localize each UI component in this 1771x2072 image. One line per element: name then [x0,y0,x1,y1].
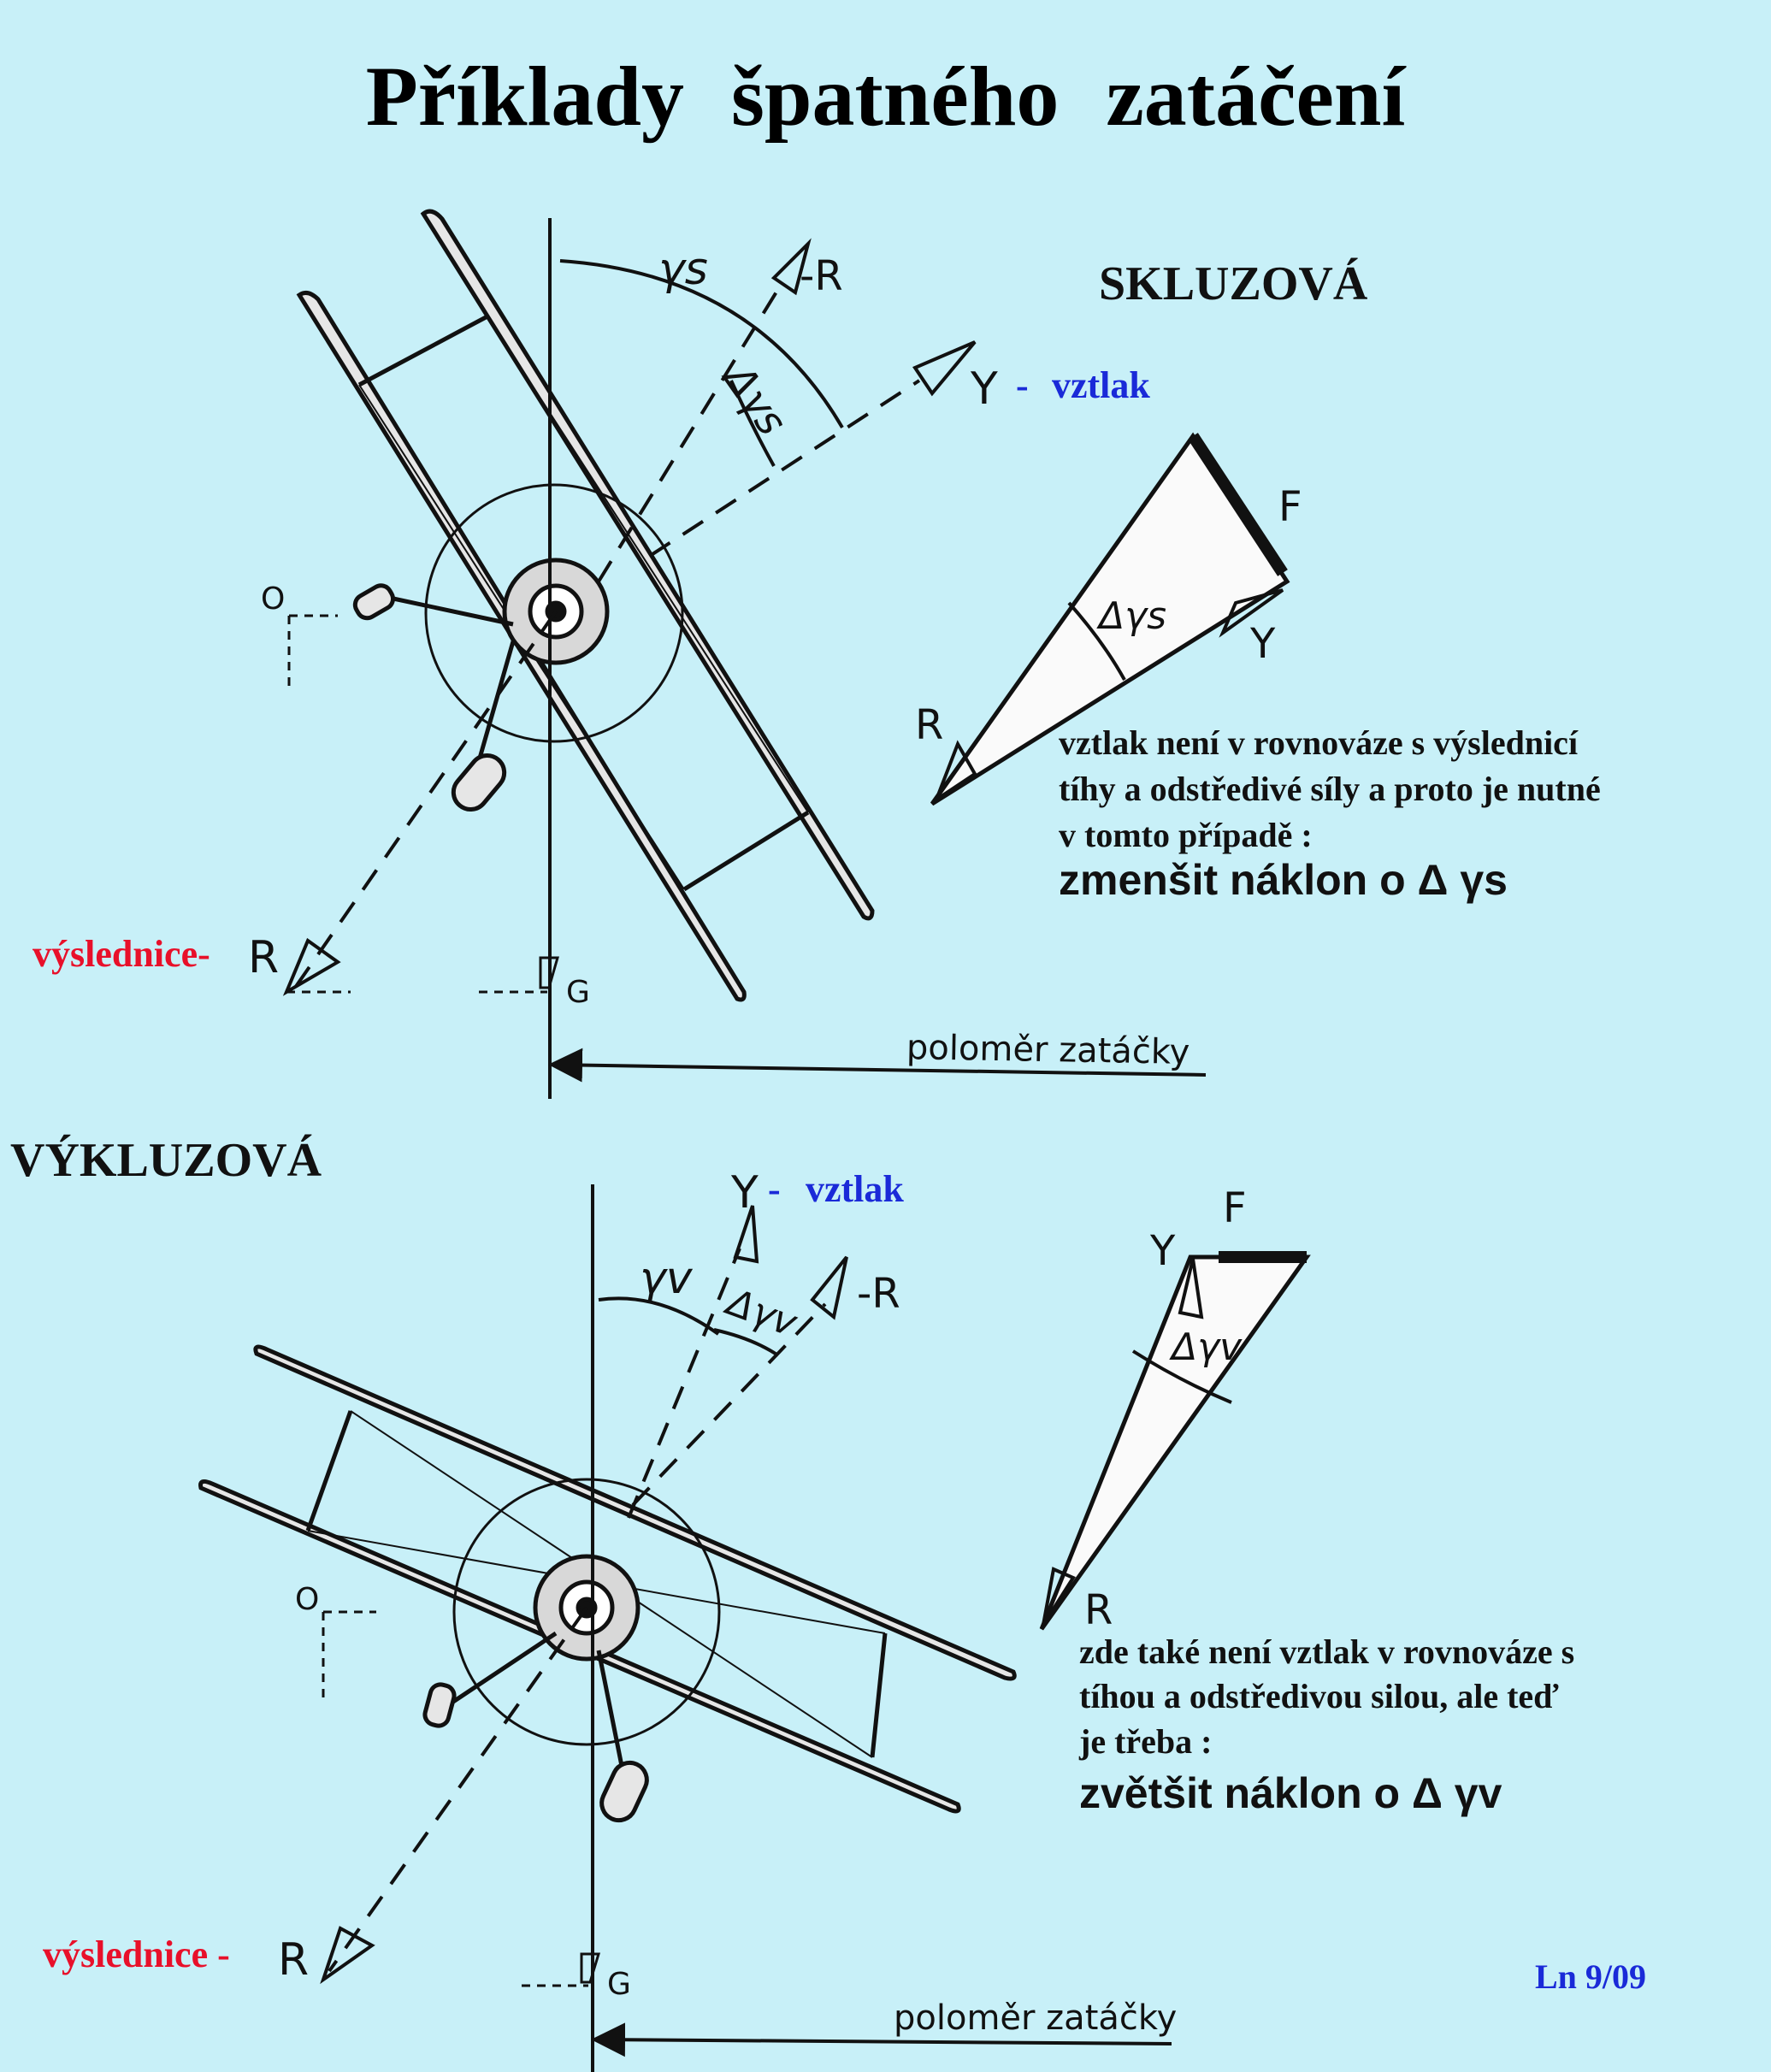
top-triangle-delta: Δγs [1099,594,1167,638]
bottom-lift-line [627,1248,741,1519]
bottom-lift-label: vztlak [806,1168,904,1210]
bottom-minus-r-line [631,1302,827,1507]
top-triangle-r: R [915,701,944,749]
bottom-r-label: R [278,1934,310,1986]
page-stamp: Ln 9/09 [1535,1957,1647,1996]
bottom-triangle-delta: Δγv [1172,1325,1243,1369]
bottom-triangle-f: F [1223,1184,1247,1232]
top-text-2: tíhy a odstředivé síly a proto je nutné [1059,770,1601,808]
bottom-action: zvětšit náklon o Δ γv [1079,1769,1502,1817]
top-resultant-line [293,610,558,989]
top-y-label: Y [971,363,998,415]
top-text-1: vztlak není v rovnováze s výslednicí [1059,723,1579,762]
bottom-minus-r-label: -R [857,1270,900,1318]
bottom-radius-label: poloměr zatáčky [894,1998,1178,2038]
page-title: Příklady špatného zatáčení [365,49,1406,144]
bottom-dash: - [768,1168,781,1210]
top-minus-r-label: -R [800,252,843,300]
top-o-label: O [261,581,286,617]
bottom-heading: VÝKLUZOVÁ [10,1134,322,1187]
top-resultant-label: výslednice- [32,933,210,975]
bottom-o-label: O [295,1582,320,1617]
bottom-biplane [198,1344,1017,1823]
bottom-radius-arrow [591,2022,1172,2057]
top-f-vector [1188,433,1288,576]
bottom-text-1: zde také není vztlak v rovnováze s [1079,1632,1575,1671]
bottom-g-label: G [607,1967,631,2002]
top-heading: SKLUZOVÁ [1099,257,1368,310]
bottom-text-2: tíhou a odstředivou silou, ale teď [1079,1677,1559,1715]
top-minus-r-line [597,280,784,583]
top-r-label: R [248,932,280,983]
top-triangle-f: F [1278,483,1302,531]
top-g-label: G [566,975,590,1010]
bottom-y-label: Y [731,1167,759,1219]
bottom-triangle-y: Y [1150,1227,1176,1275]
bottom-triangle-r: R [1084,1586,1113,1634]
top-dash: - [1016,364,1029,406]
bottom-force-triangle [1039,1254,1311,1631]
top-triangle-y: Y [1250,620,1276,668]
top-biplane [296,209,875,1002]
top-action: zmenšit náklon o Δ γs [1059,856,1508,904]
bottom-text-3: je třeba : [1079,1722,1213,1761]
bottom-gamma-label: γv [640,1253,693,1304]
top-lift-line [648,379,921,558]
top-lift-label: vztlak [1052,364,1150,406]
top-radius-label: poloměr zatáčky [906,1028,1190,1072]
bottom-resultant-line [328,1606,588,1973]
top-radius-arrow [548,1048,1207,1083]
top-text-3: v tomto případě : [1059,816,1313,854]
top-gamma-label: γs [658,244,708,295]
bottom-resultant-label: výslednice - [43,1933,230,1975]
bottom-upper-wing [253,1344,1017,1681]
